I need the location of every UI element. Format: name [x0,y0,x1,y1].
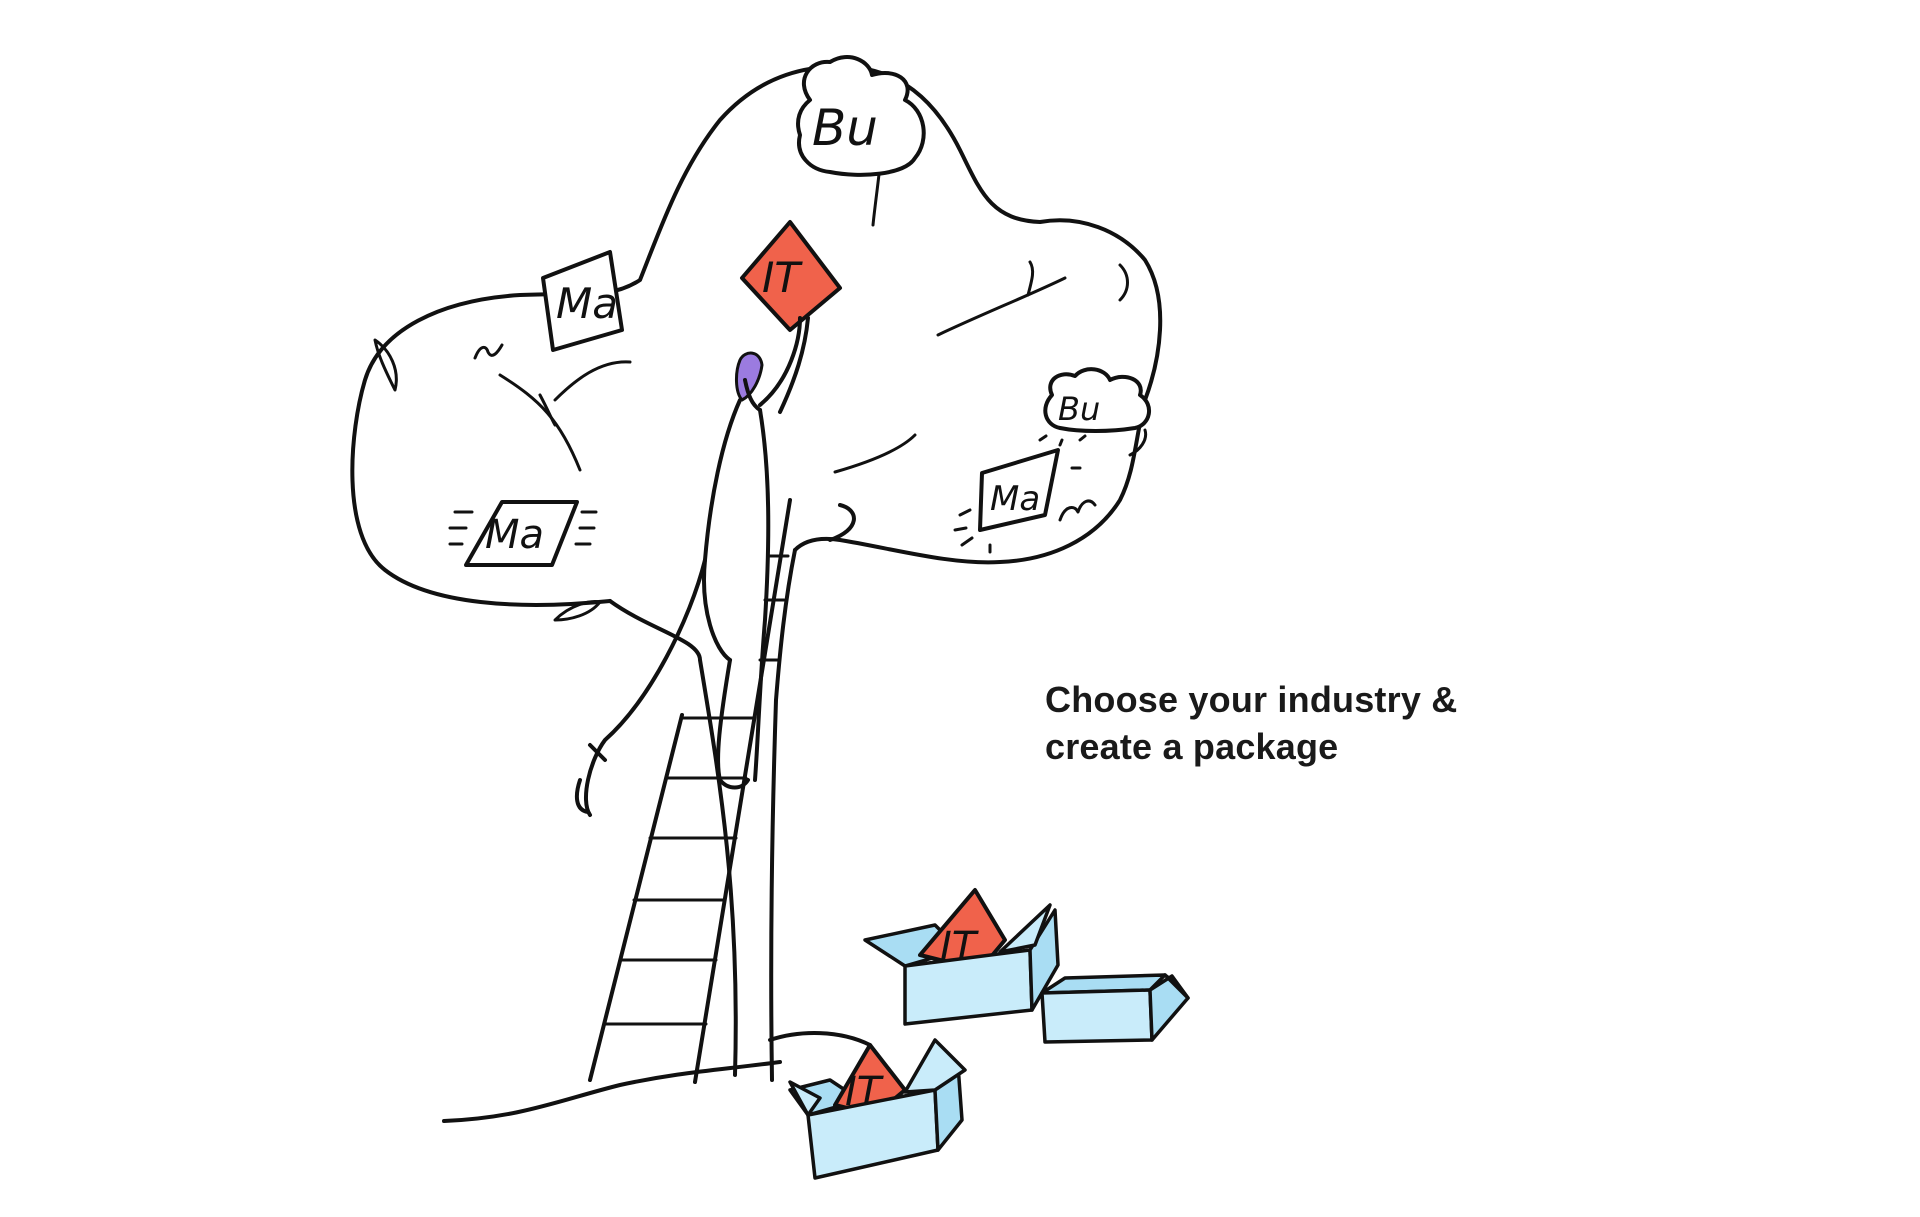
bu-label: Bu [812,99,878,157]
trunk-branch [828,503,856,542]
tree-canopy [350,64,1163,607]
label-bu-right: Bu [1038,367,1151,447]
hair [735,351,764,402]
branch [1026,260,1035,297]
label-ma-left: Ma [541,250,624,352]
branch [833,433,917,474]
leaf [373,338,398,392]
squiggle [1118,263,1129,302]
bu-label: Bu [1058,390,1100,428]
label-ma-bottom: Ma [448,500,598,567]
squiggle [473,343,504,360]
caption: Choose your industry & create a package [1045,676,1645,770]
ground-line [442,1031,872,1123]
box-icon [1040,973,1190,1044]
leaf [553,600,602,622]
ma-label: Ma [990,479,1040,519]
ma-label: Ma [485,512,544,558]
box-icon: IT [788,1038,967,1180]
branch [936,276,1067,337]
squiggle [1058,499,1097,522]
label-bu-top: Bu [796,55,926,177]
caption-line-1: Choose your industry & [1045,679,1458,720]
squiggle [1128,428,1148,457]
branch [538,393,557,427]
branch [553,360,632,402]
it-label: IT [762,253,803,302]
ma-label: Ma [556,279,618,328]
caption-line-2: create a package [1045,726,1339,767]
box-icon: IT [863,888,1060,1026]
label-it-held: IT [740,220,842,332]
tree-trunk-left [608,599,738,1077]
person-icon [574,316,810,817]
label-ma-right: Ma [953,448,1082,554]
tree-trunk-right [769,548,797,1082]
ladder-icon [588,498,792,1084]
